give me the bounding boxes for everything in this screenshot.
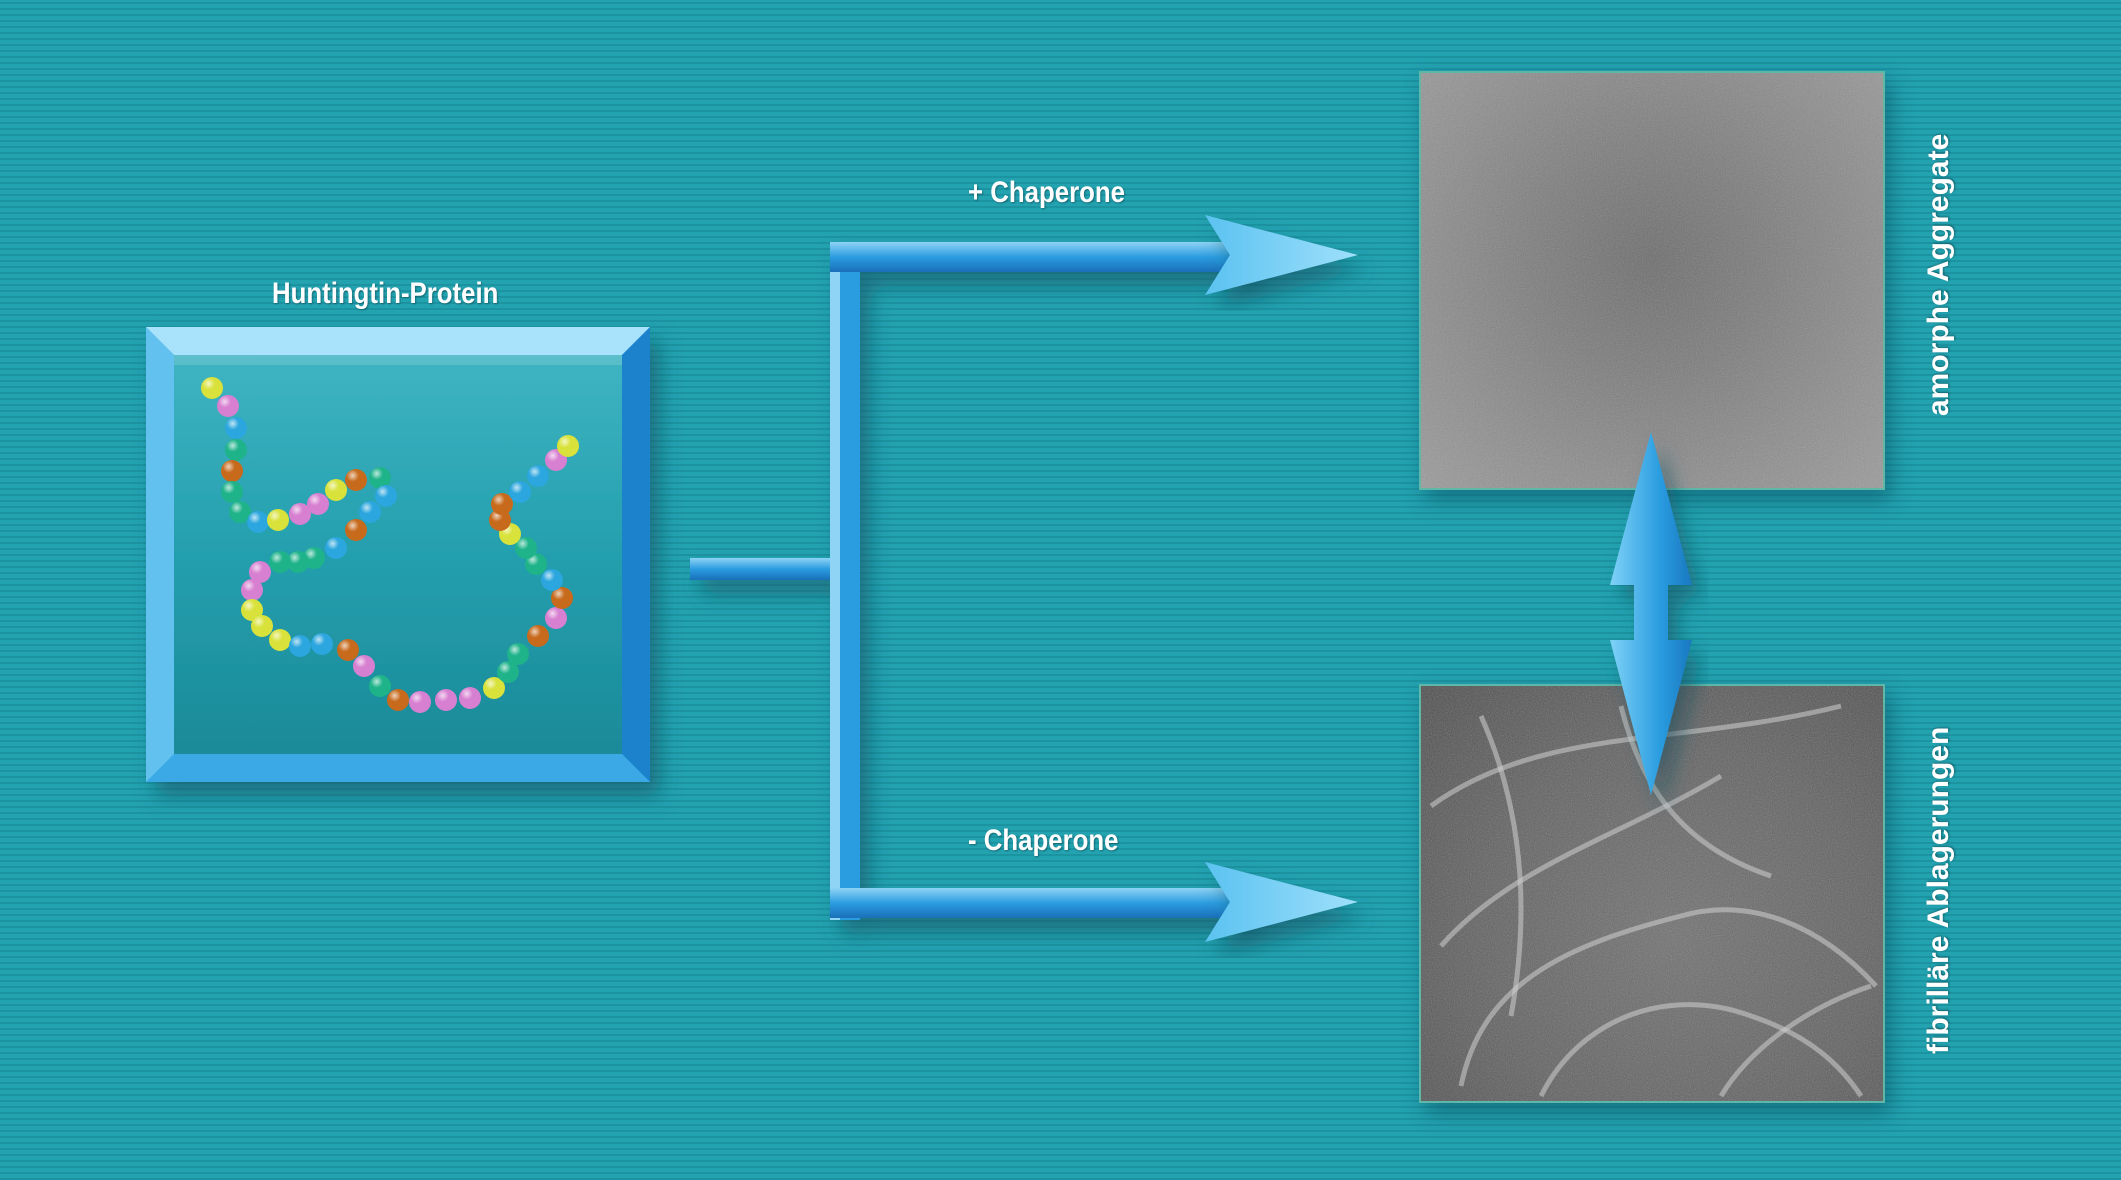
- protein-bead-highlight: [489, 509, 511, 531]
- protein-bead-highlight: [497, 661, 519, 683]
- protein-label: Huntingtin-Protein: [272, 277, 499, 310]
- protein-bead-highlight: [387, 689, 409, 711]
- protein-bead-highlight: [527, 625, 549, 647]
- minus-branch-arrow: [1205, 862, 1358, 942]
- protein-bead-highlight: [287, 551, 309, 573]
- protein-bead-highlight: [269, 629, 291, 651]
- protein-box: [146, 327, 650, 782]
- protein-bead-highlight: [225, 439, 247, 461]
- protein-bead-highlight: [267, 509, 289, 531]
- protein-bead-highlight: [249, 561, 271, 583]
- minus-chaperone-label: - Chaperone: [968, 824, 1119, 857]
- protein-bead-highlight: [225, 417, 247, 439]
- protein-bead-highlight: [307, 493, 329, 515]
- protein-bead-highlight: [269, 551, 291, 573]
- branch-connector: [690, 242, 1250, 920]
- protein-bead-highlight: [557, 435, 579, 457]
- protein-bead-highlight: [289, 503, 311, 525]
- protein-bead-highlight: [345, 519, 367, 541]
- protein-bead-highlight: [229, 501, 251, 523]
- protein-bead-highlight: [221, 460, 243, 482]
- protein-bead-highlight: [353, 655, 375, 677]
- protein-bead-highlight: [221, 481, 243, 503]
- protein-bead-highlight: [345, 469, 367, 491]
- protein-bead-highlight: [311, 633, 333, 655]
- protein-bead-highlight: [251, 615, 273, 637]
- protein-bead-highlight: [409, 691, 431, 713]
- amorphous-aggregate-micrograph: [1419, 71, 1885, 490]
- protein-bead-highlight: [527, 465, 549, 487]
- protein-bead-highlight: [325, 479, 347, 501]
- protein-bead-highlight: [369, 467, 391, 489]
- protein-bead-highlight: [241, 599, 263, 621]
- plus-branch-arrow: [1205, 215, 1358, 295]
- protein-bead-highlight: [435, 689, 457, 711]
- protein-bead-highlight: [541, 569, 563, 591]
- protein-bead-highlight: [459, 687, 481, 709]
- protein-bead-highlight: [375, 485, 397, 507]
- protein-bead-highlight: [551, 587, 573, 609]
- plus-chaperone-label: + Chaperone: [968, 176, 1126, 209]
- protein-bead-highlight: [369, 675, 391, 697]
- protein-bead-highlight: [545, 607, 567, 629]
- protein-bead-highlight: [507, 643, 529, 665]
- protein-bead-highlight: [217, 395, 239, 417]
- micrograph-texture-top: [1421, 73, 1883, 488]
- protein-bead-highlight: [325, 537, 347, 559]
- protein-bead-highlight: [289, 635, 311, 657]
- protein-bead-chain: [201, 377, 579, 713]
- protein-bead-highlight: [337, 639, 359, 661]
- protein-bead-highlight: [359, 501, 381, 523]
- protein-bead-highlight: [525, 553, 547, 575]
- protein-bead-highlight: [515, 537, 537, 559]
- protein-bead-highlight: [509, 481, 531, 503]
- protein-bead-highlight: [483, 677, 505, 699]
- double-arrow: [1610, 432, 1692, 795]
- protein-bead-highlight: [491, 493, 513, 515]
- protein-bead-highlight: [247, 511, 269, 533]
- protein-bead-highlight: [201, 377, 223, 399]
- protein-bead-highlight: [241, 579, 263, 601]
